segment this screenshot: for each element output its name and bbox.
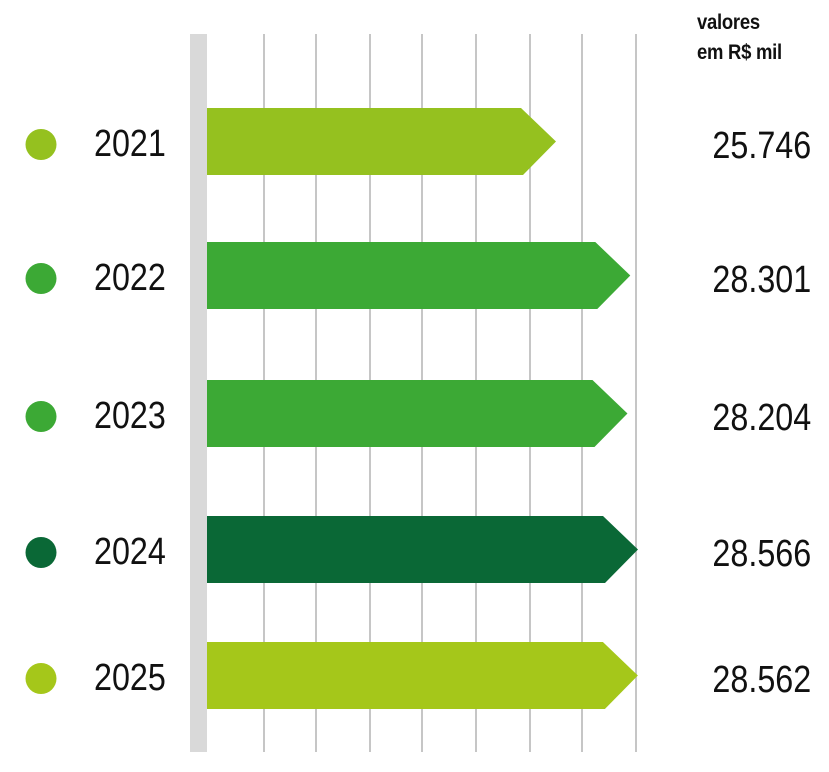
bar-2021 [207, 108, 556, 175]
category-label: 2021 [94, 122, 166, 165]
legend-dot-2023 [25, 401, 57, 432]
legend-dot-2024 [25, 537, 57, 568]
bar-2023 [207, 380, 628, 447]
legend-dot-2021 [25, 129, 57, 160]
bar-2022 [207, 242, 631, 309]
unit-label: valores em R$ mil [697, 8, 782, 68]
value-label: 28.566 [712, 532, 811, 575]
value-label: 25.746 [712, 124, 811, 167]
bar-2025 [207, 642, 638, 709]
category-label: 2025 [94, 656, 166, 699]
category-label: 2024 [94, 530, 166, 573]
unit-label-line-1: valores [697, 11, 760, 34]
bar-2024 [207, 516, 638, 583]
value-label: 28.301 [712, 258, 811, 301]
legend-dot-2025 [25, 663, 57, 694]
category-label: 2022 [94, 256, 166, 299]
category-label: 2023 [94, 394, 166, 437]
unit-label-line-2: em R$ mil [697, 41, 782, 64]
value-label: 28.562 [712, 658, 811, 701]
value-label: 28.204 [712, 396, 811, 439]
legend-dot-2022 [25, 263, 57, 294]
axis-baseline [190, 34, 207, 752]
